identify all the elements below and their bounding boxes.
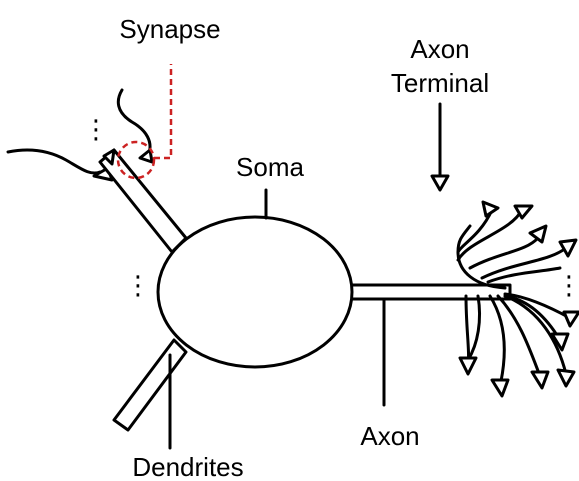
- dendrite-upper: [100, 150, 186, 252]
- bouton-8: [532, 372, 548, 388]
- soma-cell-body: [158, 217, 352, 367]
- ellipsis-left: ⋮: [125, 270, 151, 300]
- axon-label: Axon: [360, 421, 419, 451]
- dendrite-lower: [114, 340, 186, 430]
- axon-shaft: [340, 285, 510, 299]
- dendrites-label: Dendrites: [132, 452, 243, 481]
- soma-label: Soma: [236, 152, 304, 182]
- bouton-4: [560, 240, 576, 256]
- bouton-10: [460, 358, 476, 374]
- ellipsis-right: ⋮: [556, 270, 579, 300]
- synapse-label: Synapse: [119, 14, 220, 44]
- axon-terminal-label-line2: Terminal: [391, 68, 489, 98]
- axon-terminal-arrowhead: [432, 176, 448, 190]
- axon-terminal-label-line1: Axon: [410, 34, 469, 64]
- bouton-1: [483, 202, 498, 216]
- presynaptic-terminal-right: [140, 150, 152, 162]
- presynaptic-neuron-fragment: [8, 90, 152, 180]
- bouton-7: [558, 370, 574, 386]
- bouton-3: [530, 226, 546, 242]
- bouton-9: [492, 380, 508, 396]
- bouton-5: [564, 312, 579, 326]
- ellipsis-top-left: ⋮: [83, 114, 109, 144]
